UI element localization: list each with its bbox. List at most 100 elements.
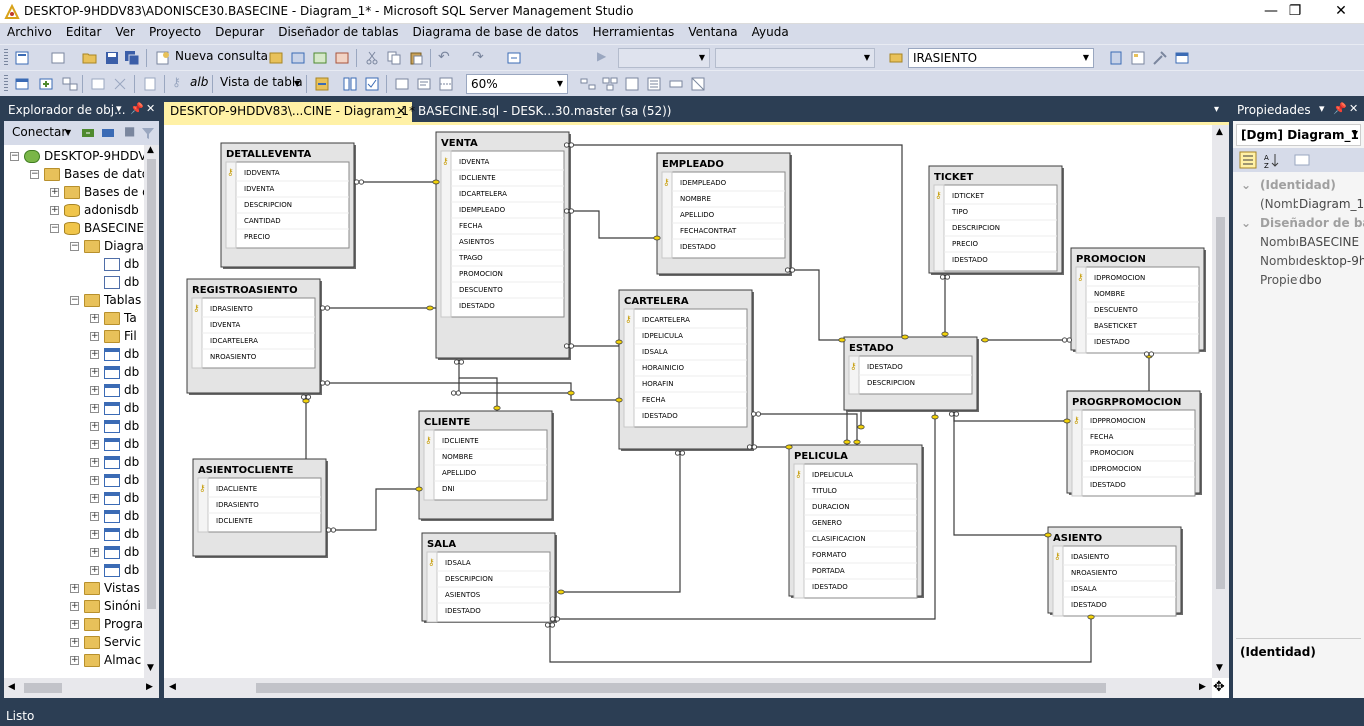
tree-node[interactable]: +db xyxy=(4,544,144,562)
table-progrpromocion[interactable]: PROGRPROMOCION⚷IDPPROMOCIONFECHAPROMOCIO… xyxy=(1066,390,1202,497)
tree-node[interactable]: +Fil xyxy=(4,328,144,346)
panel-close-icon[interactable]: ✕ xyxy=(1349,102,1359,115)
column-name[interactable]: IDRASIENTO xyxy=(210,305,253,313)
column-name[interactable]: IDPELICULA xyxy=(812,471,853,479)
column-name[interactable]: DESCRIPCION xyxy=(867,379,915,387)
tree-node[interactable]: +db xyxy=(4,490,144,508)
tree-node[interactable]: +db xyxy=(4,472,144,490)
alphabetical-icon[interactable]: AZ xyxy=(1263,151,1281,169)
column-name[interactable]: FECHA xyxy=(642,396,666,404)
expand-toggle[interactable]: + xyxy=(70,637,79,647)
menu-depurar[interactable]: Depurar xyxy=(215,25,265,39)
column-name[interactable]: TIPO xyxy=(951,208,969,216)
relationship-line[interactable] xyxy=(549,613,1092,663)
diagram-hscroll-thumb[interactable] xyxy=(256,683,1106,693)
column-name[interactable]: PROMOCION xyxy=(1090,449,1134,457)
solution-config-combo[interactable]: ▼ xyxy=(618,48,710,68)
solution-platform-combo[interactable]: ▼ xyxy=(715,48,875,68)
connect-button[interactable]: Conectar xyxy=(12,125,67,139)
tree-horizontal-scrollbar[interactable]: ◀ ▶ xyxy=(4,678,159,698)
relationship-line[interactable] xyxy=(325,382,619,401)
relationship-line[interactable] xyxy=(569,144,903,337)
registered-servers-icon[interactable] xyxy=(1108,50,1124,66)
column-name[interactable]: IDESTADO xyxy=(642,412,678,420)
column-name[interactable]: IDPPROMOCION xyxy=(1090,417,1146,425)
tree-node[interactable]: +db xyxy=(4,562,144,580)
relationship-line[interactable] xyxy=(953,410,1048,536)
tree-node[interactable]: +Vistas xyxy=(4,580,144,598)
available-databases-combo[interactable]: IRASIENTO▼ xyxy=(908,48,1094,68)
column-name[interactable]: TITULO xyxy=(811,487,837,495)
save-icon[interactable] xyxy=(104,50,120,66)
expand-toggle[interactable]: + xyxy=(70,583,79,593)
categorized-icon[interactable] xyxy=(1239,151,1257,169)
column-name[interactable]: PRECIO xyxy=(952,240,978,248)
column-name[interactable]: IDPROMOCION xyxy=(1090,465,1141,473)
scroll-down-arrow[interactable]: ▼ xyxy=(1216,663,1223,673)
tree-node[interactable]: +db xyxy=(4,526,144,544)
column-names-icon[interactable] xyxy=(646,76,662,92)
tree-node[interactable]: db xyxy=(4,256,144,274)
menu-archivo[interactable]: Archivo xyxy=(7,25,52,39)
expand-toggle[interactable]: + xyxy=(90,403,99,413)
column-name[interactable]: DESCUENTO xyxy=(459,286,503,294)
column-name[interactable]: APELLIDO xyxy=(680,211,715,219)
column-name[interactable]: NOMBRE xyxy=(442,453,473,461)
column-name[interactable]: IDASIENTO xyxy=(1071,553,1110,561)
zoom-combo[interactable]: 60%▼ xyxy=(466,74,568,94)
window-layout-icon[interactable] xyxy=(1174,50,1190,66)
property-pages-icon[interactable] xyxy=(1293,151,1311,169)
tree-node[interactable]: −Bases de datos xyxy=(4,166,144,184)
tree-node[interactable]: −Diagra xyxy=(4,238,144,256)
prop-row-owner[interactable]: Propietario dbo xyxy=(1260,273,1322,287)
manage-indexes-icon[interactable] xyxy=(342,76,358,92)
expand-toggle[interactable]: + xyxy=(90,439,99,449)
column-name[interactable]: IDVENTA xyxy=(459,158,490,166)
column-name[interactable]: IDESTADO xyxy=(812,583,848,591)
expand-toggle[interactable]: + xyxy=(90,385,99,395)
prop-row-name[interactable]: (Nombre) Diagram_1 xyxy=(1260,197,1364,211)
relationship-line[interactable] xyxy=(331,488,419,531)
tree-vscroll-thumb[interactable] xyxy=(147,159,156,609)
column-name[interactable]: IDCLIENTE xyxy=(442,437,479,445)
expand-toggle[interactable]: + xyxy=(90,331,99,341)
menu-ventana[interactable]: Ventana xyxy=(688,25,738,39)
diagram-vscroll-thumb[interactable] xyxy=(1216,217,1225,589)
cut-icon[interactable] xyxy=(364,50,380,66)
column-name[interactable]: IDESTADO xyxy=(867,363,903,371)
copy-icon[interactable] xyxy=(386,50,402,66)
relationship-line[interactable] xyxy=(569,339,620,347)
tree-node[interactable]: +Almac xyxy=(4,652,144,670)
tree-node[interactable]: +db xyxy=(4,418,144,436)
tab-close-icon[interactable]: ✕ xyxy=(396,104,407,118)
menu-editar[interactable]: Editar xyxy=(65,25,102,39)
column-name[interactable]: ASIENTOS xyxy=(445,591,481,599)
column-name[interactable]: IDESTADO xyxy=(680,243,716,251)
view-page-breaks-icon[interactable] xyxy=(438,76,454,92)
column-name[interactable]: CANTIDAD xyxy=(244,217,281,225)
tree-node[interactable]: +db xyxy=(4,454,144,472)
redo-icon[interactable]: ↷ xyxy=(472,49,484,65)
connect-dropdown-arrow[interactable]: ▼ xyxy=(65,128,72,137)
column-name[interactable]: APELLIDO xyxy=(442,469,477,477)
column-name[interactable]: IDACLIENTE xyxy=(216,485,257,493)
diagram-horizontal-scrollbar[interactable]: ◀ ▶ xyxy=(164,678,1212,698)
scroll-left-arrow[interactable]: ◀ xyxy=(169,682,176,692)
arrange-selection-icon[interactable] xyxy=(580,76,596,92)
scroll-down-arrow[interactable]: ▼ xyxy=(147,663,154,673)
custom-view-icon[interactable] xyxy=(690,76,706,92)
column-name[interactable]: CLASIFICACION xyxy=(812,535,866,543)
table-name-only-icon[interactable] xyxy=(668,76,684,92)
panel-close-icon[interactable]: ✕ xyxy=(146,102,156,115)
minimize-button[interactable]: — xyxy=(1264,3,1278,19)
column-name[interactable]: PRECIO xyxy=(244,233,270,241)
scroll-right-arrow[interactable]: ▶ xyxy=(1199,682,1206,692)
column-name[interactable]: NROASIENTO xyxy=(210,353,257,361)
column-name[interactable]: DESCRIPCION xyxy=(952,224,1000,232)
add-table-icon[interactable] xyxy=(38,76,54,92)
tree-node[interactable]: −Tablas xyxy=(4,292,144,310)
new-project-icon[interactable] xyxy=(14,50,30,66)
column-name[interactable]: FECHA xyxy=(459,222,483,230)
insert-column-icon[interactable]: alb xyxy=(190,75,209,89)
tree-node[interactable]: −BASECINE xyxy=(4,220,144,238)
